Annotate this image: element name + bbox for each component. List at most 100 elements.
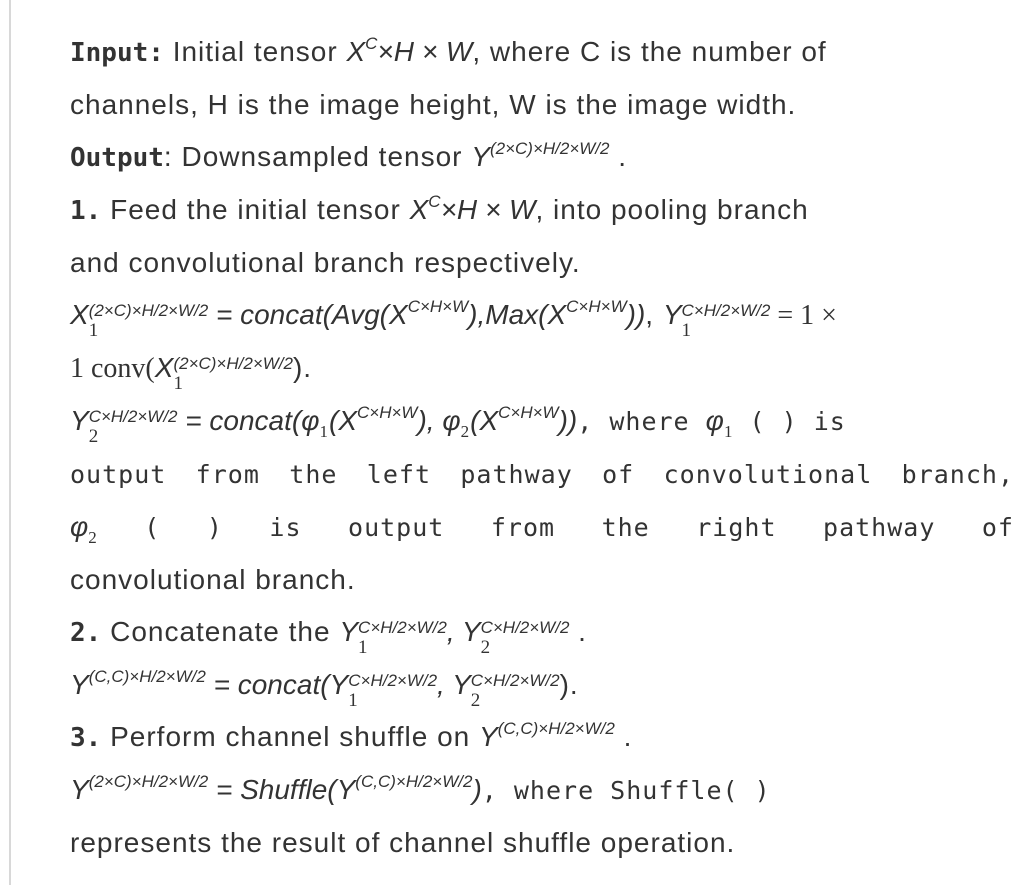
algorithm-box: Input: Initial tensor XC×H × W, where C … (70, 26, 1014, 869)
text: , into pooling branch (535, 194, 809, 225)
math-italic: (X (470, 405, 499, 436)
algorithm-line: output from the left pathway of convolut… (70, 448, 1014, 501)
math-italic: X (154, 352, 174, 383)
math-italic: )) (558, 405, 578, 436)
math-italic: Y (471, 141, 490, 172)
superscript: C×H×W (357, 403, 418, 422)
text: convolutional branch. (70, 564, 356, 595)
math-italic: Y (479, 721, 498, 752)
mono-text: ( ) is (733, 407, 846, 436)
superscript: C×H/2×W/2 (480, 618, 570, 637)
algorithm-line: 1. Feed the initial tensor XC×H × W, int… (70, 184, 1014, 237)
text: Initial tensor (163, 36, 347, 67)
math-italic: ×H × W (377, 36, 473, 67)
superscript: (C,C)×H/2×W/2 (497, 719, 615, 738)
text: ). (559, 669, 579, 700)
math-italic: Y (70, 669, 89, 700)
math-italic: )) (626, 299, 646, 330)
text: . (614, 721, 633, 752)
superscript: C×H/2×W/2 (348, 671, 438, 690)
superscript: C (428, 192, 441, 211)
subscript: 2 (470, 690, 481, 711)
text: Feed the initial tensor (101, 194, 410, 225)
math-italic: Y (662, 299, 682, 330)
math-italic: X (346, 36, 366, 67)
bold-label: Input: (70, 38, 164, 68)
superscript: C×H×W (407, 297, 469, 316)
math-italic: X (70, 299, 89, 330)
text: , (645, 299, 663, 330)
bold-label: 3. (70, 723, 102, 753)
superscript: (C,C)×H/2×W/2 (88, 667, 206, 686)
math-italic: = Shuffle(Y (208, 774, 356, 805)
superscript: (2×C)×H/2×W/2 (88, 301, 209, 320)
superscript: C×H/2×W/2 (358, 618, 447, 637)
math-roman: = 1 × (770, 300, 837, 331)
math-italic: φ (70, 511, 89, 542)
math-italic: X (409, 194, 429, 225)
mono-text: ( ) is output from the right pathway of (97, 513, 1014, 542)
superscript: (2×C)×H/2×W/2 (489, 139, 610, 158)
text: Concatenate the (101, 616, 340, 647)
subscript: 2 (88, 528, 98, 547)
math-italic: = concat(Y (205, 669, 349, 700)
math-italic: Y (339, 616, 359, 647)
math-italic: = concat(Avg(X (208, 299, 408, 330)
math-roman: 1 conv( (70, 353, 155, 384)
algorithm-line: Input: Initial tensor XC×H × W, where C … (70, 26, 1014, 79)
text: . (609, 141, 628, 172)
algorithm-line: φ2 ( ) is output from the right pathway … (70, 501, 1014, 554)
math-italic: ), φ (417, 405, 461, 436)
math-italic: ×H × W (440, 194, 536, 225)
math-italic: (X (329, 405, 357, 436)
math-italic: ) (472, 774, 482, 805)
subscript: 1 (723, 422, 734, 441)
superscript: C×H×W (566, 297, 627, 316)
subscript: 1 (358, 637, 368, 658)
text: Perform channel shuffle on (101, 721, 479, 752)
text: and convolutional branch respectively. (70, 247, 581, 278)
text: : Downsampled tensor (163, 141, 472, 172)
superscript: C×H/2×W/2 (470, 671, 560, 690)
subscript: 2 (480, 637, 491, 658)
subscript: 1 (348, 690, 358, 711)
mono-text: , where Shuffle( ) (481, 776, 771, 805)
text: , where C is the number of (472, 36, 827, 67)
left-border (9, 0, 11, 885)
math-italic: = concat(φ (177, 405, 320, 436)
mono-text: , where (577, 407, 706, 436)
algorithm-line: represents the result of channel shuffle… (70, 817, 1014, 869)
bold-label: 2. (70, 618, 102, 648)
text: channels, H is the image height, W is th… (70, 89, 797, 120)
subscript: 2 (88, 426, 99, 447)
algorithm-line: and convolutional branch respectively. (70, 237, 1014, 289)
superscript: C×H/2×W/2 (681, 301, 771, 320)
text: . (569, 616, 587, 647)
math-italic: , Y (446, 616, 481, 647)
mono-text: output from the left pathway of convolut… (70, 460, 1014, 489)
superscript: (2×C)×H/2×W/2 (173, 354, 293, 373)
superscript: C×H×W (498, 403, 559, 422)
bold-label: 1. (70, 196, 102, 226)
subscript: 1 (88, 320, 99, 341)
superscript: (C,C)×H/2×W/2 (355, 772, 473, 791)
math-italic: ),Max(X (468, 299, 567, 330)
superscript: (2×C)×H/2×W/2 (88, 772, 209, 791)
math-italic: , Y (437, 669, 471, 700)
math-italic: Y (70, 405, 89, 436)
subscript: 1 (173, 373, 183, 394)
math-italic: Y (70, 774, 89, 805)
algorithm-line: Output: Downsampled tensor Y(2×C)×H/2×W/… (70, 131, 1014, 184)
